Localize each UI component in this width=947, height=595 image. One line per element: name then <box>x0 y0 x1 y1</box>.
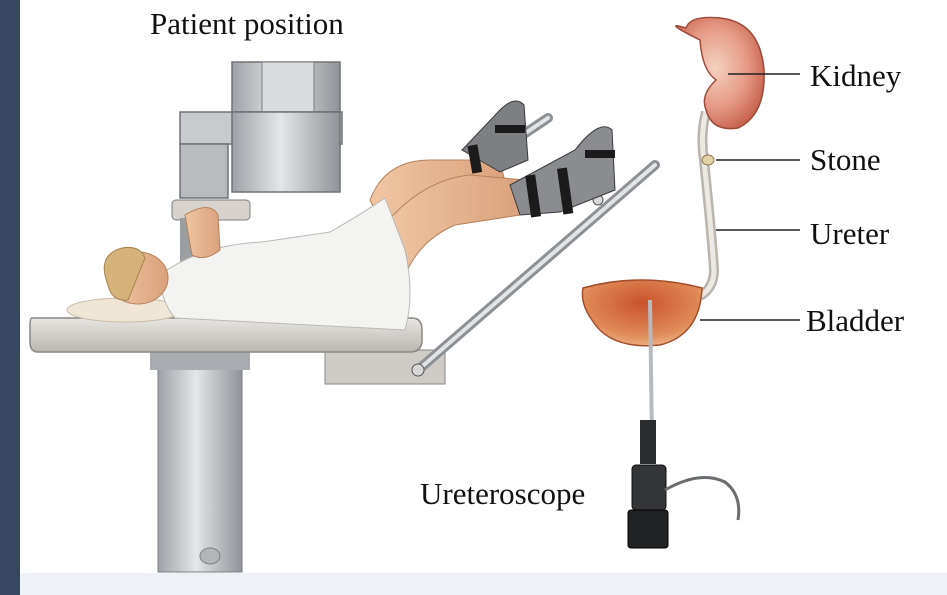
stone-shape <box>702 155 714 165</box>
diagram-title: Patient position <box>150 8 344 39</box>
bladder-label: Bladder <box>806 305 904 336</box>
stone-label: Stone <box>810 144 881 175</box>
kidney-label: Kidney <box>810 60 901 91</box>
ureter-label: Ureter <box>810 218 889 249</box>
table-column <box>150 350 445 572</box>
bottom-band <box>20 573 947 595</box>
left-frame-bar <box>0 0 20 595</box>
ureteroscope-label: Ureteroscope <box>420 478 585 509</box>
urinary-tract <box>582 17 764 548</box>
